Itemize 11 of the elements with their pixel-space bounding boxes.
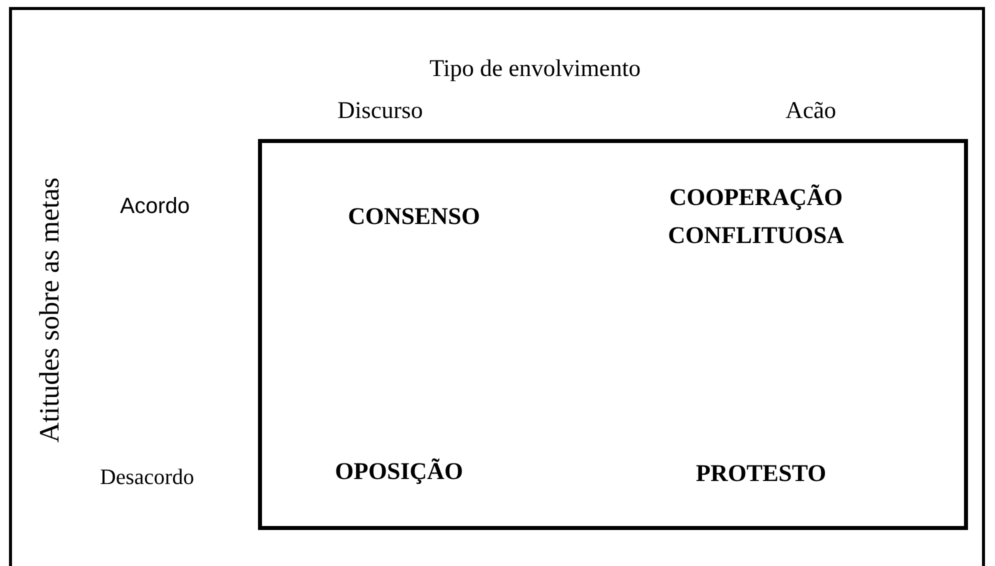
axis-title: Atitudes sobre as metas [34,177,66,443]
axis-title: Tipo de envolvimento [430,56,641,83]
quadrant-label: OPOSIÇÃO [334,457,464,487]
row-label: Acordo [120,193,190,219]
row-label: Desacordo [100,464,194,490]
quadrant-label: COOPERAÇÃO CONFLITUOSA [666,183,846,251]
quadrant-label: CONSENSO [346,203,482,232]
matrix-box [258,139,968,530]
quadrant-label: PROTESTO [694,460,828,489]
column-label: Acão [786,98,836,125]
column-label: Discurso [338,98,423,125]
